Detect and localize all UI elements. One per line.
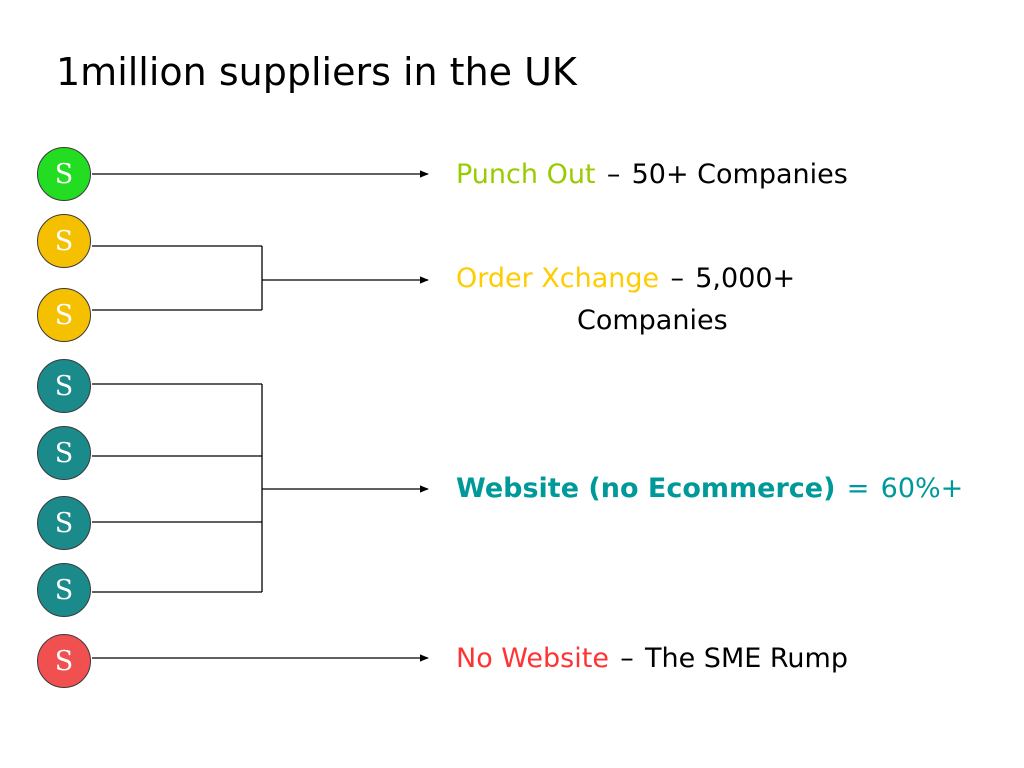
supplier-node-letter: S: [54, 299, 74, 331]
supplier-node-letter: S: [54, 370, 74, 402]
order-xchange-sep: –: [670, 263, 684, 294]
punch-out-sep: –: [606, 159, 621, 190]
label-order-xchange: Order Xchange – 5,000+: [456, 257, 795, 300]
supplier-node-website: S: [37, 496, 91, 550]
supplier-node-letter: S: [54, 645, 74, 677]
supplier-node-letter: S: [54, 507, 74, 539]
website-key: Website (no Ecommerce): [456, 473, 836, 504]
no-website-key: No Website: [456, 643, 609, 674]
supplier-node-letter: S: [54, 437, 74, 469]
slide-title: 1million suppliers in the UK: [56, 50, 577, 94]
punch-out-value: 50+ Companies: [631, 159, 848, 190]
supplier-node-website: S: [37, 426, 91, 480]
punch-out-key: Punch Out: [456, 159, 596, 190]
website-sep: =: [846, 473, 870, 504]
supplier-node-letter: S: [54, 574, 74, 606]
no-website-sep: –: [620, 643, 634, 674]
order-xchange-value2: Companies: [577, 305, 728, 336]
order-xchange-key: Order Xchange: [456, 263, 660, 294]
label-punch-out: Punch Out – 50+ Companies: [456, 153, 848, 196]
supplier-node-letter: S: [54, 158, 74, 190]
no-website-value: The SME Rump: [645, 643, 848, 674]
supplier-node-punch-out: S: [37, 147, 91, 201]
supplier-node-no-website: S: [37, 634, 91, 688]
label-no-website: No Website – The SME Rump: [456, 637, 848, 680]
label-website: Website (no Ecommerce) = 60%+: [456, 467, 963, 510]
supplier-node-order-xchange: S: [37, 214, 91, 268]
supplier-node-website: S: [37, 359, 91, 413]
label-order-xchange-line2: Companies: [577, 299, 728, 342]
order-xchange-value: 5,000+: [695, 263, 796, 294]
website-value: 60%+: [880, 473, 964, 504]
supplier-node-order-xchange: S: [37, 288, 91, 342]
supplier-node-website: S: [37, 563, 91, 617]
supplier-node-letter: S: [54, 225, 74, 257]
